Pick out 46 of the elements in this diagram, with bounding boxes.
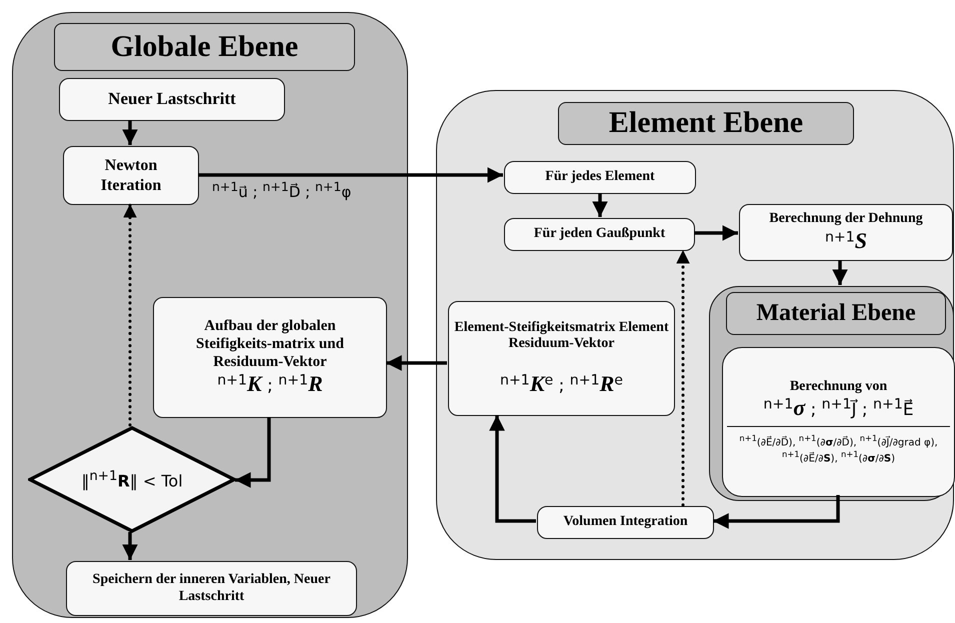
formula: $^{n+1}$S (824, 228, 868, 254)
box-label: Berechnung von (790, 378, 888, 396)
process-box (504, 161, 696, 194)
formula: $^{n+1}$K ; $^{n+1}$R (217, 371, 323, 398)
process-box (153, 297, 387, 418)
level-title: Material Ebene (726, 292, 946, 335)
process-box (59, 78, 285, 121)
arrow (198, 167, 503, 183)
box-label: Für jeden Gaußpunkt (534, 226, 666, 243)
box-label: Aufbau der globalen Steifigkeits-matrix und Residuum-Vektor (195, 317, 345, 372)
level-panel (709, 286, 954, 501)
formula: $^{n+1}$K$^{e}$ ; $^{n+1}$R$^{e}$ (500, 371, 624, 398)
level-panel (436, 90, 954, 560)
arrow (489, 415, 536, 523)
arrow (235, 417, 271, 488)
box-label: Volumen Integration (563, 514, 688, 531)
box-label: Newton Iteration (100, 156, 162, 195)
dotted-arrow (676, 248, 690, 506)
box-label: Für jedes Element (545, 169, 655, 186)
arrow (122, 532, 138, 560)
arrow (832, 260, 848, 285)
box-label: Element-Steifigkeitsmatrix Element Residuum-Vektor (454, 320, 669, 354)
process-box (63, 146, 199, 205)
level-panel (12, 12, 408, 618)
arrow (122, 120, 138, 145)
edge-label: $^{n+1}$u⃗ ; $^{n+1}$D⃗ ; $^{n+1}$φ (212, 179, 352, 201)
process-box (537, 506, 714, 539)
arrow (386, 355, 447, 371)
box-label: Berechnung der Dehnung (769, 210, 923, 228)
level-title: Element Ebene (558, 102, 854, 145)
process-box (739, 204, 953, 261)
formula: $^{n+1}$σ ; $^{n+1}$J⃗ ; $^{n+1}$E⃗ (763, 395, 914, 422)
level-title: Globale Ebene (54, 23, 355, 71)
condition-label: ‖$^{n+1}$R‖ < Tol (81, 468, 183, 490)
arrow (592, 193, 608, 217)
arrow (694, 225, 738, 241)
process-box (504, 218, 695, 251)
dotted-arrow (123, 202, 137, 426)
box-label: Neuer Lastschritt (108, 89, 236, 110)
box-label: Speichern der inneren Variablen, Neuer Lastschritt (92, 572, 332, 606)
process-box (448, 301, 675, 416)
arrow (713, 495, 840, 529)
process-box (66, 561, 357, 616)
decision-diamond (28, 426, 236, 533)
process-box (722, 347, 955, 497)
formula-list: $^{n+1}$(∂E⃗/∂D⃗), $^{n+1}$(∂σ/∂D⃗), $^{n+1}$(∂J⃗/∂grad φ), $^{n+1}$(∂E⃗/∂S), $^{n+1}$(∂σ/∂S) (727, 426, 950, 466)
